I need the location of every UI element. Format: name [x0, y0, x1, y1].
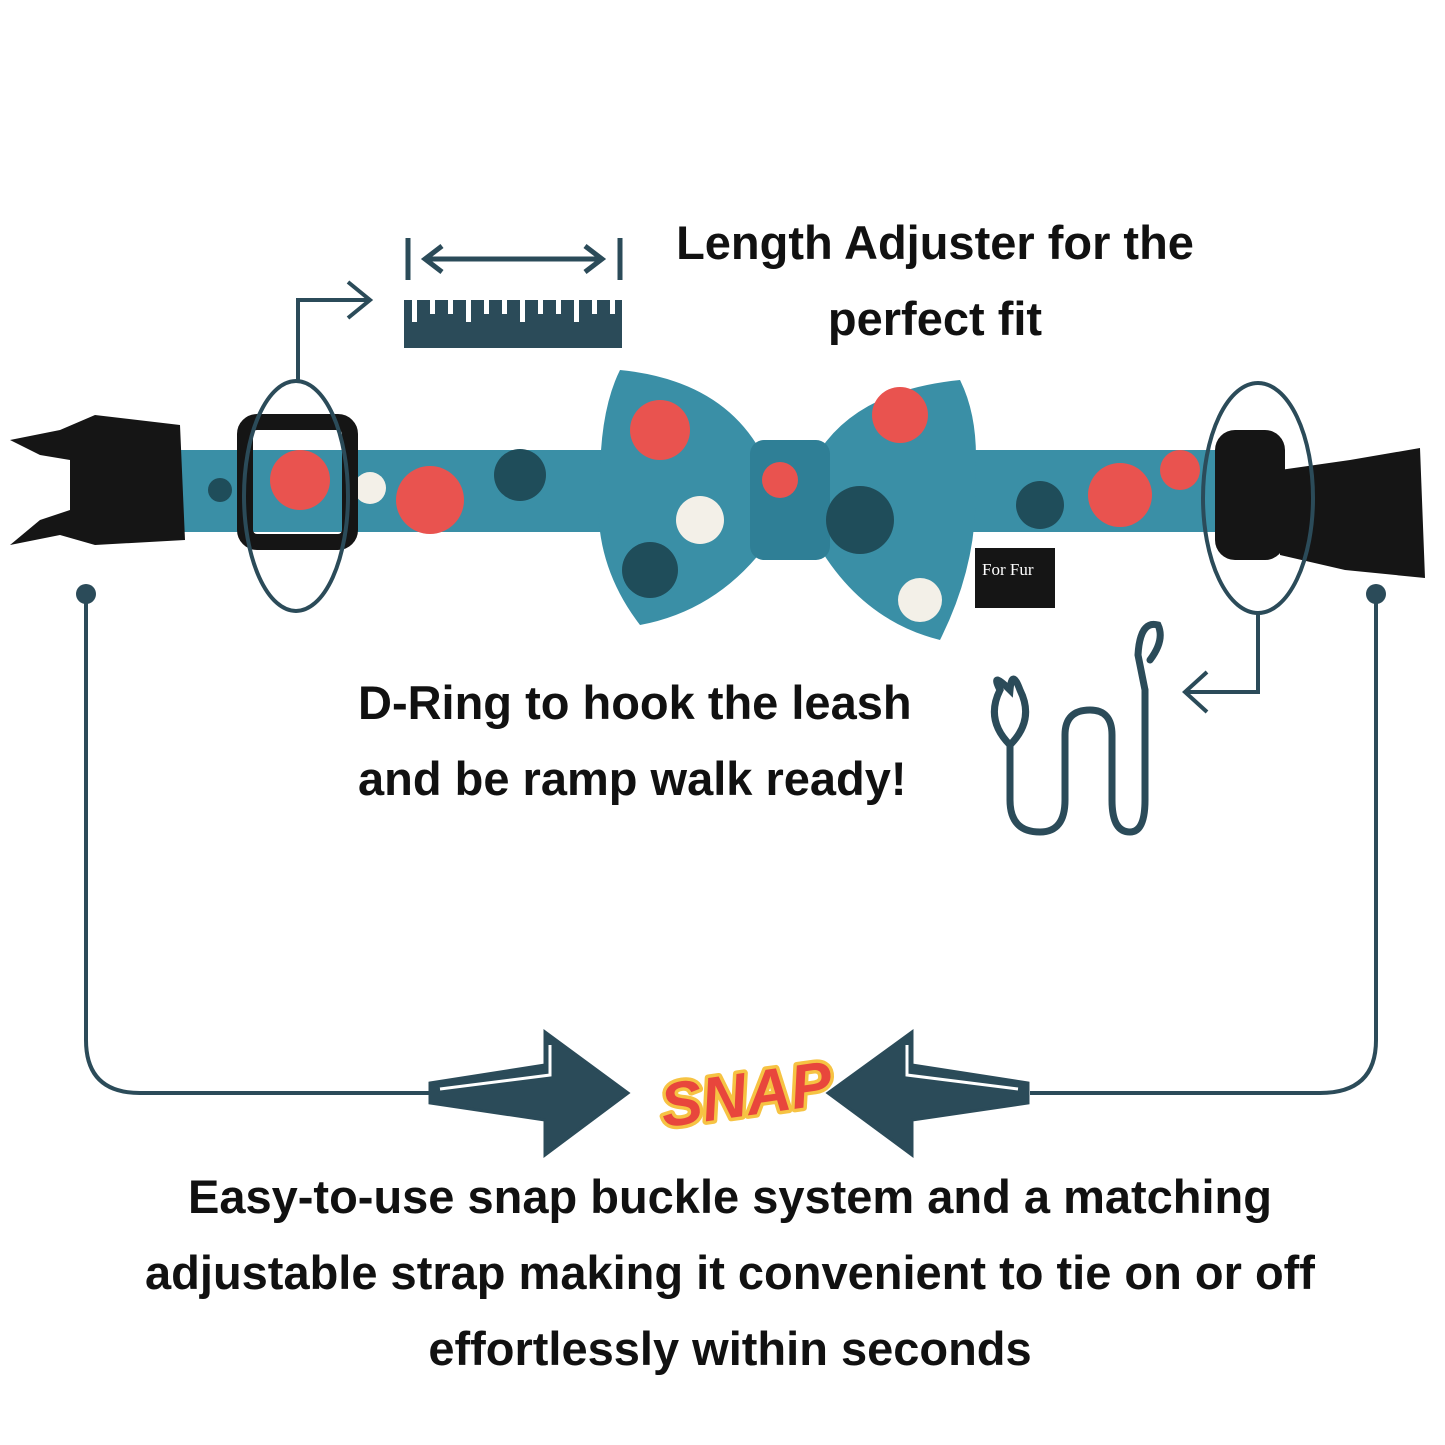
strap-pattern [208, 449, 1200, 534]
buckle-female [1215, 430, 1425, 578]
ruler-icon [404, 300, 622, 348]
arrow-icon-left [825, 1029, 1030, 1158]
arrow-icon-right [428, 1029, 631, 1158]
callout-lines [84, 280, 1378, 1095]
buckle-callout: Easy-to-use snap buckle system and a mat… [0, 1159, 1445, 1387]
callout-line: and be ramp walk ready! [358, 752, 907, 805]
callout-line: effortlessly within seconds [428, 1322, 1032, 1375]
callout-line: Length Adjuster for the [676, 216, 1194, 269]
brand-label: For Fur [982, 560, 1034, 579]
callout-line: Easy-to-use snap buckle system and a mat… [188, 1170, 1272, 1223]
double-arrow-icon [405, 238, 623, 280]
leash-icon [990, 620, 1164, 836]
buckle-male [10, 415, 185, 545]
d-ring-callout: D-Ring to hook the leash and be ramp wal… [358, 665, 912, 817]
callout-line: adjustable strap making it convenient to… [145, 1246, 1315, 1299]
snap-label: SNAP [656, 1049, 837, 1141]
brand-tag [975, 548, 1055, 608]
bow-tie [598, 370, 976, 640]
callout-line: D-Ring to hook the leash [358, 676, 912, 729]
length-adjuster-callout: Length Adjuster for the perfect fit [560, 205, 1310, 357]
callout-line: perfect fit [827, 292, 1043, 345]
